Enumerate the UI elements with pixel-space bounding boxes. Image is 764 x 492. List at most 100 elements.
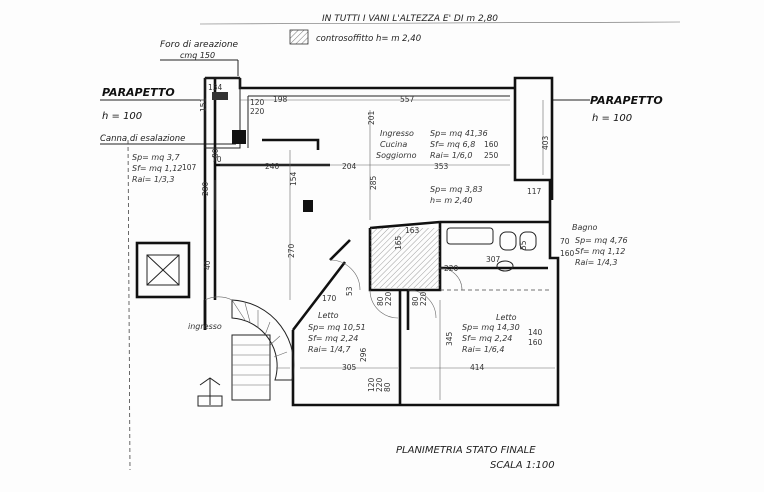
stair-flight [231, 334, 271, 401]
svg-text:201: 201 [367, 110, 376, 125]
svg-text:305: 305 [342, 363, 357, 372]
plan-scale: SCALA 1:100 [490, 460, 555, 471]
boundary-left [127, 139, 131, 471]
svg-text:120: 120 [250, 98, 265, 107]
room-bagno-name: Bagno [572, 223, 598, 232]
elevator-car [146, 254, 180, 286]
room-bagno-rai: Rai= 1/4,3 [575, 258, 617, 267]
washbasin [496, 260, 514, 272]
svg-text:353: 353 [434, 162, 449, 171]
svg-text:403: 403 [541, 135, 550, 150]
room-ingresso-name2: Cucina [380, 140, 407, 149]
room-ingresso-sp: Sp= mq 41,36 [430, 129, 488, 138]
svg-text:220: 220 [375, 377, 384, 392]
header-rule [199, 21, 681, 25]
room-ingresso-name1: Ingresso [380, 129, 414, 138]
bedroom-walls [291, 261, 410, 405]
room-ingresso-rai: Rai= 1/6,0 [430, 151, 472, 160]
svg-text:250: 250 [484, 151, 499, 160]
svg-text:307: 307 [486, 255, 501, 264]
svg-text:160: 160 [484, 140, 499, 149]
foro-label: Foro di areazione [160, 40, 239, 50]
svg-text:285: 285 [369, 175, 378, 190]
svg-text:40: 40 [203, 260, 212, 270]
room-left-rai: Rai= 1/3,3 [132, 175, 174, 184]
svg-text:165: 165 [394, 235, 403, 250]
canna-label: Canna di esalazione [100, 134, 185, 144]
svg-text:55: 55 [519, 240, 528, 250]
svg-text:53: 53 [345, 286, 354, 296]
balcony-west [204, 77, 241, 149]
room-letto1-rai: Rai= 1/4,7 [308, 345, 351, 354]
svg-text:120: 120 [367, 377, 376, 392]
svg-text:345: 345 [445, 331, 454, 346]
svg-text:270: 270 [287, 243, 296, 258]
svg-text:220: 220 [384, 291, 393, 306]
svg-text:240: 240 [265, 162, 280, 171]
room-bagno-sf: Sf= mq 1,12 [575, 247, 625, 256]
svg-text:160: 160 [560, 249, 575, 258]
svg-text:117: 117 [527, 187, 542, 196]
ceiling-legend-swatch [289, 29, 309, 45]
vent-hole [212, 92, 228, 100]
room-letto1-sf: Sf= mq 2,24 [308, 334, 358, 343]
outer-wall-east-south [291, 245, 560, 407]
svg-text:151: 151 [199, 97, 208, 112]
foro-size: cmq 150 [180, 51, 215, 60]
stair-ingresso-label: ingresso [188, 322, 222, 331]
plan-title: PLANIMETRIA STATO FINALE [396, 445, 536, 456]
room-ingresso-name3: Soggiorno [376, 151, 417, 160]
elevator-shaft [135, 241, 191, 299]
room-letto2-rai: Rai= 1/6,4 [462, 345, 504, 354]
room-letto2-sf: Sf= mq 2,24 [462, 334, 512, 343]
svg-text:160: 160 [528, 338, 543, 347]
flue-duct [232, 130, 246, 144]
parapetto-right-height: h = 100 [592, 113, 632, 124]
svg-text:414: 414 [470, 363, 485, 372]
svg-text:70: 70 [560, 237, 570, 246]
room-left-sf: Sf= mq 1,12 [132, 164, 182, 173]
svg-text:220: 220 [419, 291, 428, 306]
svg-text:296: 296 [359, 347, 368, 362]
parapetto-left: PARAPETTO [102, 86, 175, 99]
svg-text:70: 70 [212, 155, 222, 164]
bathtub [446, 227, 494, 245]
svg-text:80: 80 [411, 296, 420, 306]
svg-text:220: 220 [250, 107, 265, 116]
lowered-ceiling-hatch [370, 228, 440, 288]
entry-arrow [199, 377, 221, 405]
room-disimpegno-h: h= m 2,40 [430, 196, 472, 205]
parapetto-right: PARAPETTO [590, 94, 663, 107]
svg-text:80: 80 [376, 296, 385, 306]
room-letto1-name: Letto [318, 311, 339, 320]
room-left-sp: Sp= mq 3,7 [132, 153, 180, 162]
svg-text:198: 198 [273, 95, 288, 104]
svg-text:220: 220 [444, 264, 459, 273]
parapetto-left-height: h = 100 [102, 111, 142, 122]
svg-text:163: 163 [405, 226, 420, 235]
room-letto1-sp: Sp= mq 10,51 [308, 323, 366, 332]
svg-text:557: 557 [400, 95, 415, 104]
svg-text:154: 154 [289, 171, 298, 186]
room-bagno-sp: Sp= mq 4,76 [575, 236, 628, 245]
column [303, 200, 313, 212]
svg-text:170: 170 [322, 294, 337, 303]
svg-text:204: 204 [342, 162, 357, 171]
room-letto2-name: Letto [496, 313, 517, 322]
outer-wall-west [203, 78, 217, 330]
svg-text:280: 280 [201, 181, 210, 196]
room-ingresso-sf: Sf= mq 6,8 [430, 140, 475, 149]
height-note: IN TUTTI I VANI L'ALTEZZA E' DI m 2,80 [322, 14, 498, 24]
bidet [519, 231, 537, 251]
spiral-stair-outer [231, 299, 295, 381]
svg-text:80: 80 [383, 382, 392, 392]
svg-text:134: 134 [208, 83, 223, 92]
ceiling-legend-text: controsoffitto h= m 2,40 [316, 34, 421, 44]
toilet [499, 231, 517, 251]
svg-text:140: 140 [528, 328, 543, 337]
room-letto2-sp: Sp= mq 14,30 [462, 323, 520, 332]
svg-text:80: 80 [211, 148, 220, 158]
room-disimpegno-sp: Sp= mq 3,83 [430, 185, 483, 194]
svg-text:107: 107 [182, 163, 197, 172]
